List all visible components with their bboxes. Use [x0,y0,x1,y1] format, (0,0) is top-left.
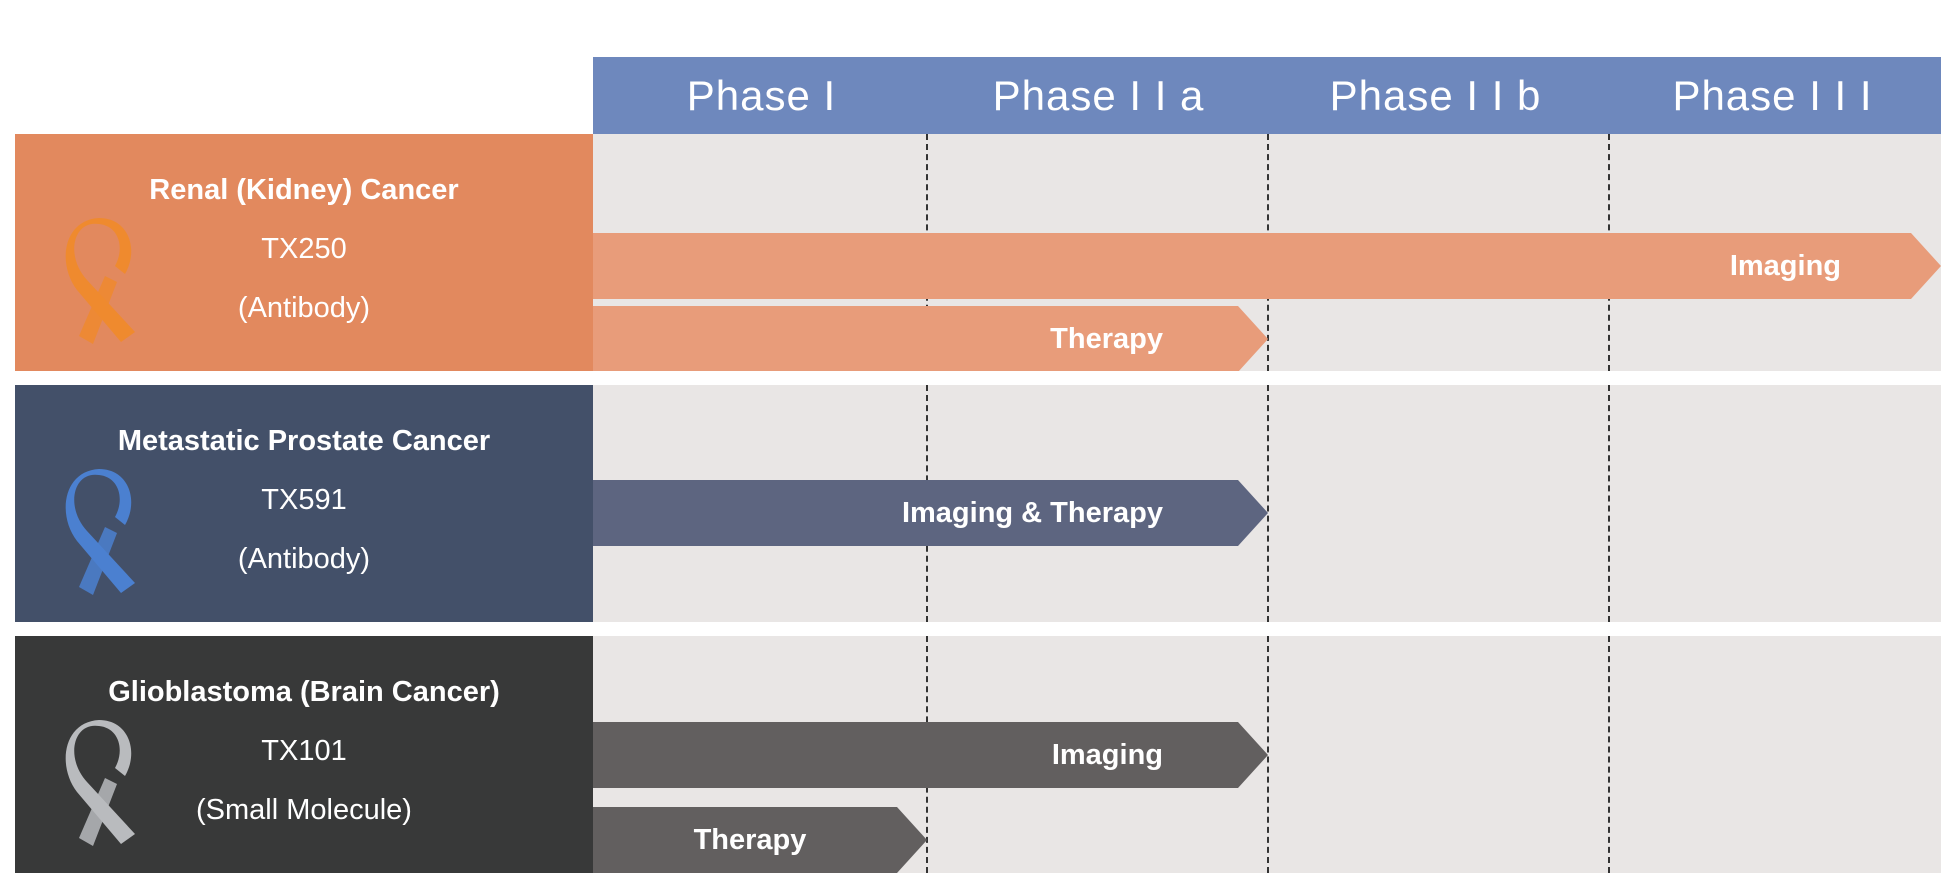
bar-label: Therapy [1050,322,1163,355]
row-label-panel: Renal (Kidney) Cancer TX250 (Antibody) [15,134,593,371]
blue-ribbon-icon [65,469,135,595]
gray-ribbon-icon [65,720,135,846]
candidate-type: (Small Molecule) [196,794,412,826]
disease-name: Metastatic Prostate Cancer [117,425,491,457]
phase-header-cell: Phase I [686,71,837,119]
orange-ribbon-icon [65,218,135,344]
pipeline-row-renal: Renal (Kidney) Cancer TX250 (Antibody) I… [15,134,1941,371]
disease-name: Glioblastoma (Brain Cancer) [108,676,500,708]
phase-track: Imaging & Therapy [593,385,1941,622]
phase-divider [1267,385,1269,622]
phase-divider [1608,636,1610,873]
phase-header-cell: Phase I I I [1672,71,1873,119]
bar-label: Imaging [1051,738,1163,771]
row-label-panel: Metastatic Prostate Cancer TX591 (Antibo… [15,385,593,622]
progress-bar-imaging: Imaging [593,233,1941,299]
phase-header-cell: Phase I I b [1329,71,1542,119]
pipeline-row-prostate: Metastatic Prostate Cancer TX591 (Antibo… [15,385,1941,622]
bar-label: Imaging [1729,249,1841,282]
bar-label: Therapy [693,823,807,856]
phase-header-cell: Phase I I a [992,71,1205,119]
pipeline-row-glioblastoma: Glioblastoma (Brain Cancer) TX101 (Small… [15,636,1941,873]
progress-bar-therapy: Therapy [593,306,1268,371]
phase-header: Phase I Phase I I a Phase I I b Phase I … [593,57,1941,134]
disease-name: Renal (Kidney) Cancer [149,174,459,206]
candidate-code: TX591 [261,484,347,516]
phase-track: Imaging Therapy [593,134,1941,371]
phase-divider [1267,636,1269,873]
candidate-type: (Antibody) [237,292,371,324]
progress-bar-imaging-therapy: Imaging & Therapy [593,480,1268,546]
candidate-type: (Antibody) [237,543,371,575]
candidate-code: TX250 [261,233,347,265]
candidate-code: TX101 [261,735,347,767]
phase-track: Imaging Therapy [593,636,1941,873]
row-label-panel: Glioblastoma (Brain Cancer) TX101 (Small… [15,636,593,873]
progress-bar-imaging: Imaging [593,722,1268,788]
phase-divider [1608,385,1610,622]
progress-bar-therapy: Therapy [593,807,927,873]
bar-label: Imaging & Therapy [901,496,1163,529]
